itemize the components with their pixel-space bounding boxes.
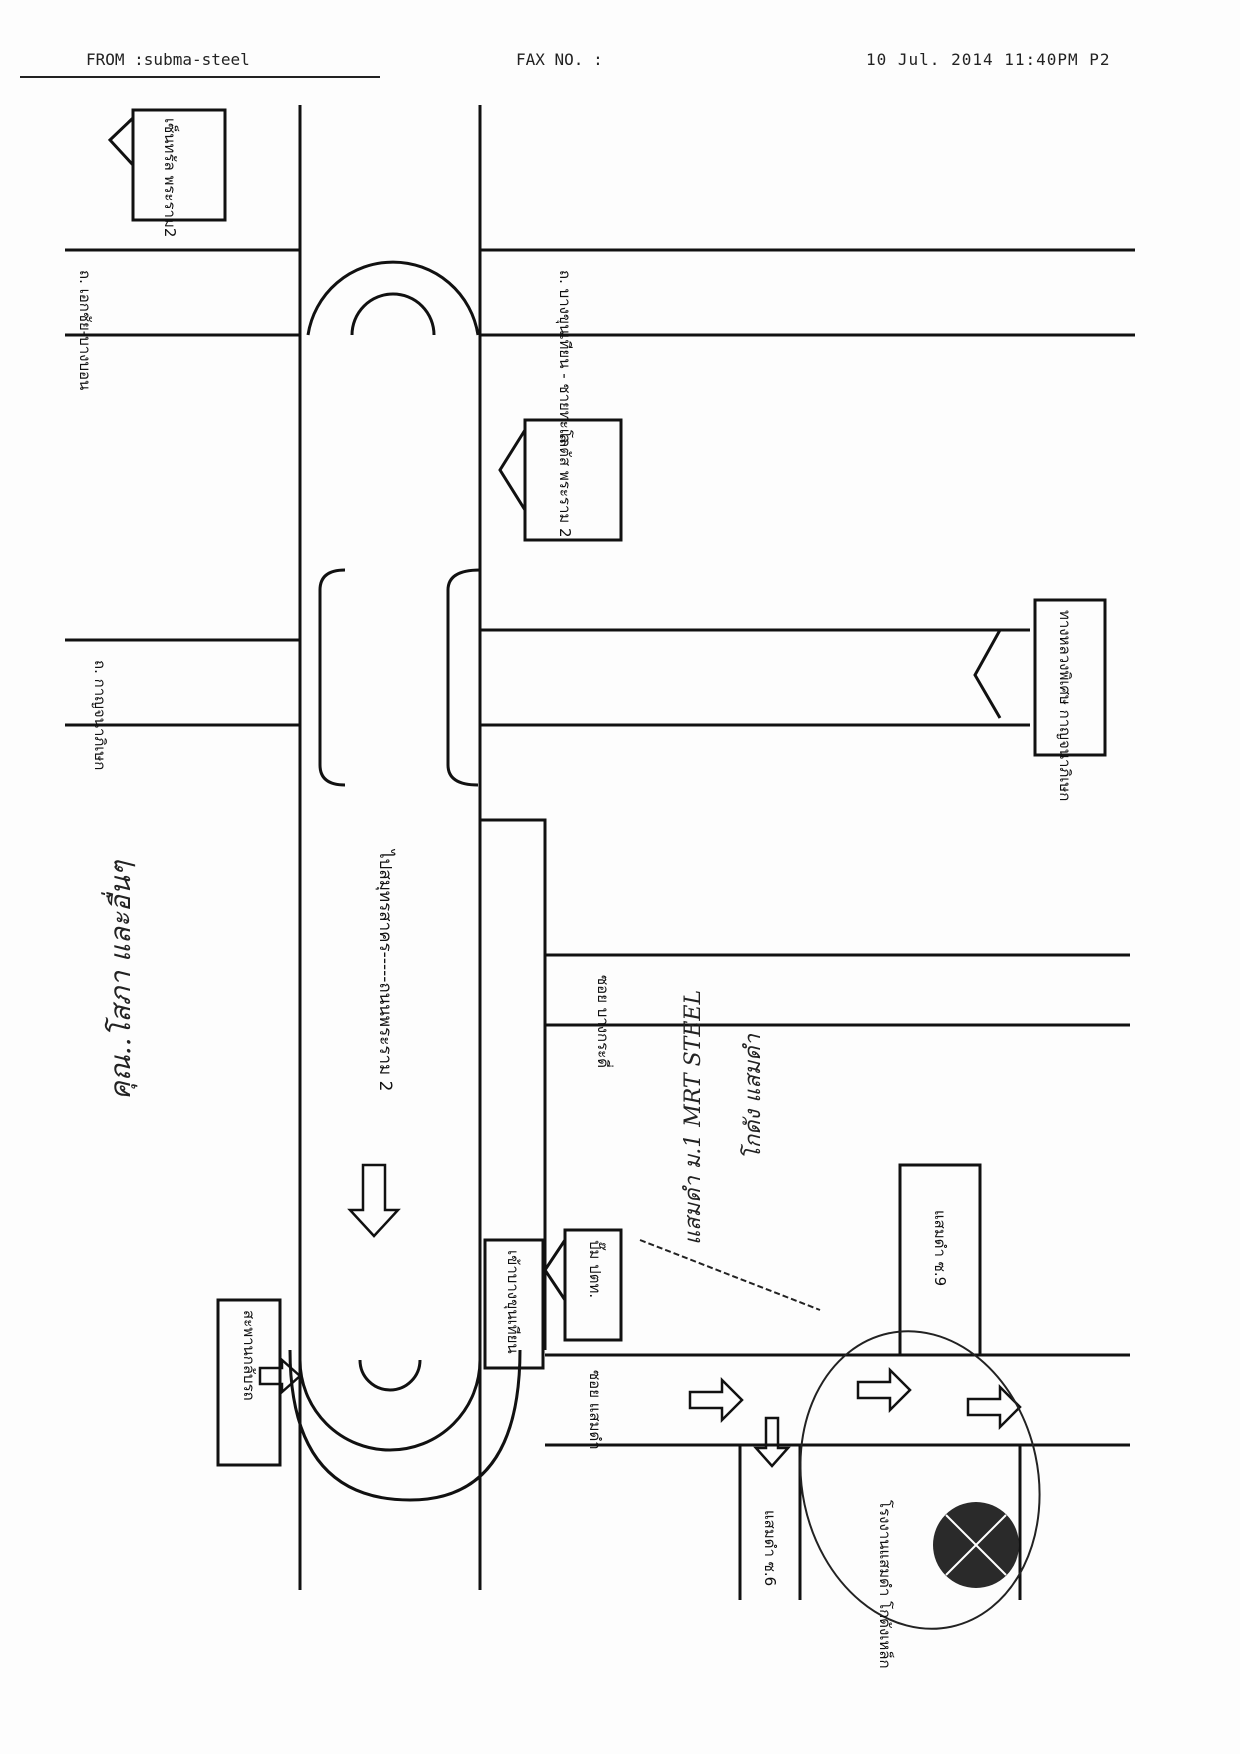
fax-from-label: FROM :subma-steel bbox=[86, 50, 250, 69]
fax-number-label: FAX NO. : bbox=[516, 50, 603, 69]
expressway-sign-box bbox=[1033, 598, 1107, 757]
label-samae-dam-6: แสมดำ ซ.6 bbox=[761, 1510, 779, 1586]
label-expressway: ทางหลวงพิเศษ กาญจนาภิเษก bbox=[1056, 610, 1074, 801]
label-samae-dam-9: แสมดำ ซ.9 bbox=[931, 1210, 949, 1286]
lotus-rama2-box bbox=[523, 418, 623, 542]
handwritten-pointer-line bbox=[639, 1239, 821, 1311]
factory-logo-icon bbox=[933, 1502, 1019, 1588]
soi-arrow-2-icon bbox=[856, 1366, 912, 1414]
label-ekachai: ถ. เอกชัย-บางบอน bbox=[76, 270, 94, 390]
pump-box bbox=[563, 1228, 623, 1342]
handwritten-note-left: คุณ..โสภา และอื่นๆ bbox=[101, 859, 138, 1100]
label-pump: ปั๊ม ปตท. bbox=[586, 1240, 606, 1298]
bottom-uturn-outer bbox=[298, 1359, 482, 1452]
down-arrow-icon bbox=[753, 1416, 791, 1468]
label-kanchanaphisek: ถ. กาญจนาภิเษก bbox=[91, 660, 109, 770]
bang-khun-thian-entrance-box bbox=[483, 1238, 545, 1370]
soi-arrow-3-icon bbox=[966, 1383, 1022, 1431]
soi-arrow-icon bbox=[688, 1376, 744, 1424]
bottom-uturn-loop bbox=[288, 1349, 522, 1502]
bottom-uturn-inner bbox=[358, 1359, 422, 1392]
header-rule bbox=[20, 76, 380, 78]
pump-pointer bbox=[543, 1239, 567, 1301]
label-bang-khun-thian-entrance: เข้าบางขุนเทียน bbox=[503, 1250, 522, 1354]
handwritten-note-company2: โกดัง แสมดำ bbox=[740, 1033, 766, 1160]
turnaround-bridge-box bbox=[216, 1298, 282, 1467]
bridge-arrow-icon bbox=[258, 1357, 302, 1395]
top-uturn-outer bbox=[306, 260, 480, 336]
label-soi-bang-kradi: ซอย บางกระดี่ bbox=[594, 975, 614, 1068]
label-factory: โรงงานแสมดำ โกดังเหล็ก bbox=[876, 1500, 895, 1669]
road-bracket-left bbox=[318, 568, 346, 787]
factory-circle bbox=[799, 1330, 1041, 1630]
label-soi-samae-dam: ซอย แสมดำ bbox=[586, 1370, 604, 1450]
top-uturn-inner bbox=[350, 292, 436, 336]
fax-datetime-label: 10 Jul. 2014 11:40PM P2 bbox=[866, 50, 1111, 69]
frontage-road-edge bbox=[480, 818, 547, 1350]
label-central-rama2: เซ็นทรัล พระราม2 bbox=[161, 118, 180, 237]
handwritten-note-company: แสมดำ ม.1 MRT STEEL bbox=[681, 990, 706, 1245]
label-lotus-rama2: โลตัส พระราม 2 bbox=[556, 430, 574, 538]
lotus-rama2-pointer bbox=[498, 429, 527, 511]
samae-dam-9-box bbox=[898, 1163, 982, 1357]
label-main-road: ไปสมุทรสาคร-----ถนนพระราม 2 bbox=[375, 848, 396, 1091]
road-bracket-right bbox=[446, 568, 481, 787]
southbound-arrow-icon bbox=[347, 1163, 401, 1238]
central-rama2-pointer bbox=[107, 116, 135, 167]
expressway-chevron bbox=[973, 629, 1002, 719]
label-turnaround-bridge: สะพานกลับรถ bbox=[240, 1310, 258, 1401]
label-bang-khun-thian: ถ. บางขุนเทียน - ชายทะเล bbox=[555, 270, 574, 443]
fax-header: FROM :subma-steel FAX NO. : 10 Jul. 2014… bbox=[0, 44, 1240, 84]
